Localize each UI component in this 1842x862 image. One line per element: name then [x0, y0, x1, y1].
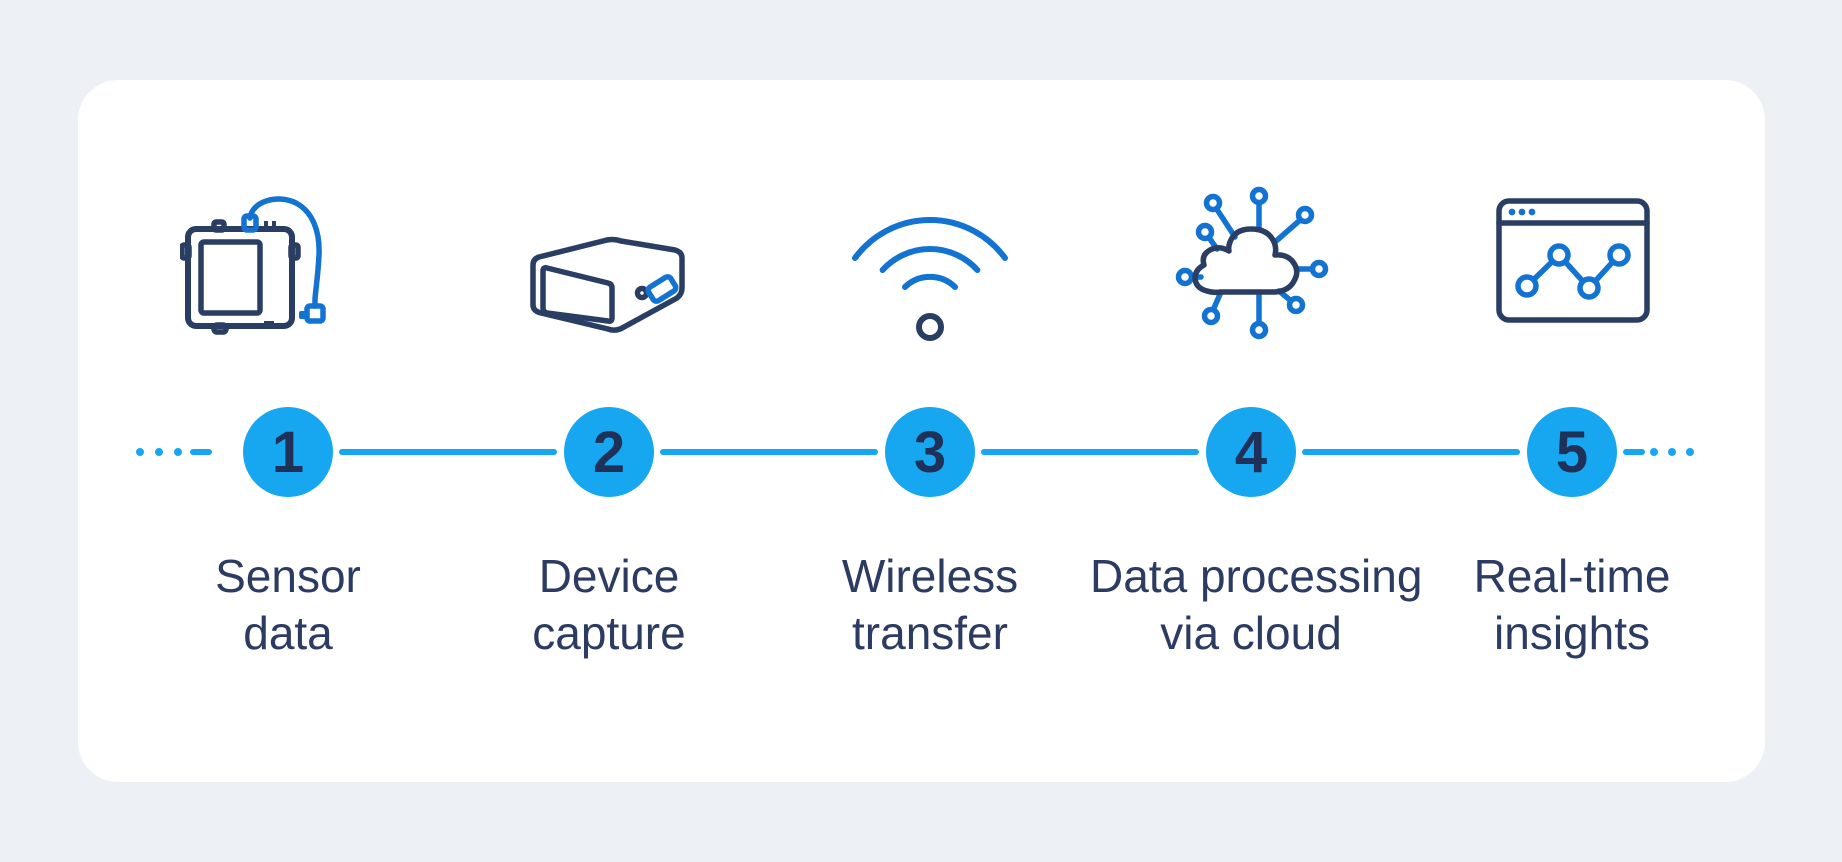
step-label-line1: Wireless — [841, 550, 1019, 602]
step-label-line2: via cloud — [1160, 607, 1342, 659]
process-step-5: 5 Real-time insights — [1411, 185, 1733, 665]
step-number-badge: 5 — [1527, 407, 1617, 497]
timeline-dot — [1650, 448, 1658, 456]
step-label-line2: data — [243, 607, 333, 659]
timeline-dash — [190, 449, 212, 455]
step-icon-box — [850, 185, 1010, 345]
step-number-badge: 3 — [885, 407, 975, 497]
timeline-segment — [339, 449, 557, 455]
step-icon-box — [529, 185, 689, 345]
step-icon-box — [1492, 185, 1652, 345]
step-label: Real-time insights — [1411, 548, 1733, 662]
step-label-line1: Sensor — [215, 550, 361, 602]
step-label-line2: transfer — [852, 607, 1008, 659]
cloud-network-icon — [1175, 186, 1329, 340]
step-label-line2: insights — [1494, 607, 1650, 659]
timeline-segment — [660, 449, 878, 455]
step-number-badge: 4 — [1206, 407, 1296, 497]
timeline-segment — [1302, 449, 1520, 455]
step-number-badge: 2 — [564, 407, 654, 497]
timeline-dot — [1668, 448, 1676, 456]
timeline-dot — [1686, 448, 1694, 456]
timeline-dot — [155, 448, 163, 456]
process-step-2: 2 Device capture — [448, 185, 770, 665]
timeline-dot — [174, 448, 182, 456]
timeline-segment — [981, 449, 1199, 455]
step-label: Device capture — [448, 548, 770, 662]
step-label-line1: Real-time — [1473, 550, 1671, 602]
step-icon-box — [1171, 185, 1331, 345]
wifi-icon — [852, 216, 1008, 341]
process-step-1: 1 Sensor data — [127, 185, 449, 665]
step-icon-box — [180, 185, 340, 345]
process-step-3: 3 Wireless transfer — [769, 185, 1091, 665]
step-label-line2: capture — [532, 607, 686, 659]
process-card: 1 Sensor data 2 Device capture — [78, 80, 1765, 782]
step-label-line1: Device — [538, 550, 680, 602]
timeline-dash — [1623, 449, 1645, 455]
sensor-device-icon — [180, 196, 326, 335]
insights-dashboard-icon — [1496, 198, 1650, 323]
process-step-4: 4 Data processing via cloud — [1090, 185, 1423, 665]
step-label: Data processing via cloud — [1090, 548, 1423, 662]
step-label-line1: Data processing — [1090, 550, 1423, 602]
step-label: Sensor data — [127, 548, 449, 662]
timeline-dot — [136, 448, 144, 456]
step-label: Wireless transfer — [769, 548, 1091, 662]
capture-device-icon — [530, 236, 685, 333]
step-number-badge: 1 — [243, 407, 333, 497]
